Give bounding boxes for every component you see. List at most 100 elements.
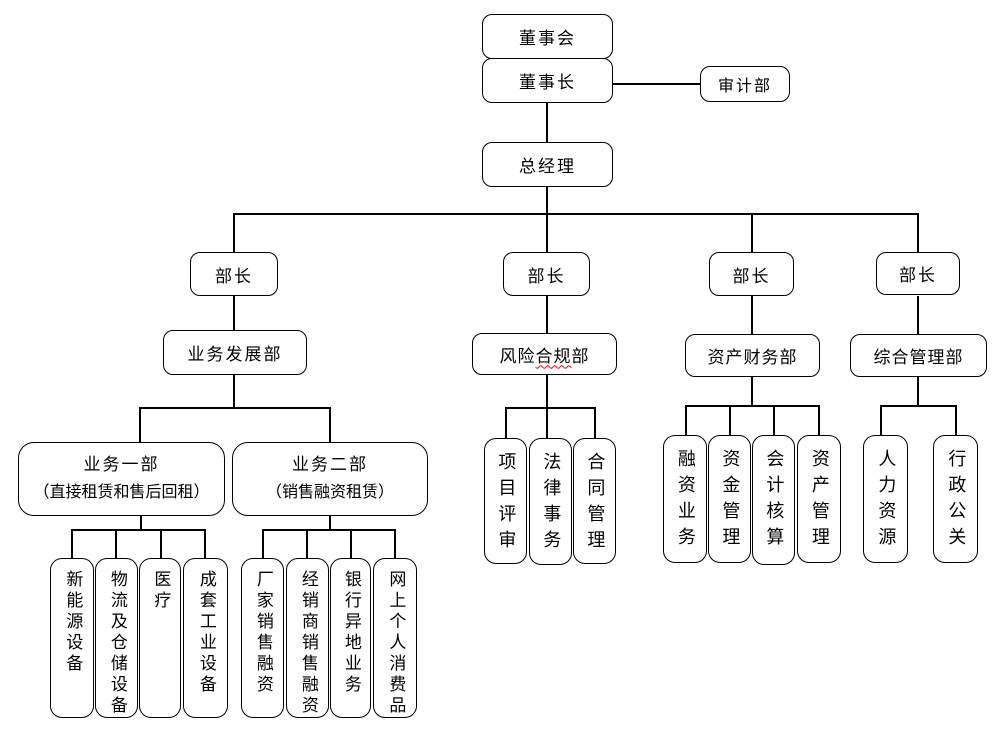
connector-unit1-down: [140, 516, 142, 529]
node-audit-department: 审计部: [700, 66, 790, 102]
node-label: 资产财务部: [707, 348, 798, 367]
connector-minister4-dept: [917, 296, 919, 334]
connector-minister3-dept: [751, 296, 753, 334]
connector-asset-leaf-3: [773, 405, 775, 435]
node-minister-4: 部长: [876, 252, 960, 295]
connector-bizdev-down: [233, 375, 235, 407]
connector-bizdev-rail: [139, 407, 331, 409]
node-manufacturer-sales-financing: 厂家销售融资: [241, 558, 284, 718]
label-segment: 风险: [499, 346, 536, 366]
connector-chairman-audit: [613, 83, 700, 85]
connector-rail-unit2: [329, 407, 331, 442]
node-bank-remote-business: 银行异地业务: [330, 558, 371, 718]
node-label: 银行异地业务: [341, 570, 361, 696]
connector-chairman-gm: [546, 103, 548, 142]
node-minister-3: 部长: [709, 252, 794, 296]
connector-asset-down: [751, 377, 753, 405]
node-new-energy-equipment: 新能源设备: [50, 558, 94, 718]
connector-general-leaf-2: [955, 405, 957, 435]
node-minister-2: 部长: [503, 252, 590, 296]
node-financing-business: 融资业务: [663, 435, 707, 563]
node-fund-management: 资金管理: [708, 435, 751, 563]
node-legal-affairs: 法律事务: [529, 438, 572, 565]
connector-unit1-leaf-2: [115, 529, 117, 558]
node-label: 厂家销售融资: [253, 570, 273, 696]
node-label: 业务发展部: [187, 345, 283, 364]
node-label: 行政公关: [946, 449, 967, 553]
node-asset-management: 资产管理: [797, 435, 841, 563]
connector-unit1-leaf-3: [160, 529, 162, 558]
connector-unit2-leaf-1: [262, 529, 264, 558]
connector-rail-minister-4: [917, 213, 919, 252]
node-label: 部长: [215, 266, 253, 286]
node-label: 董事会: [519, 29, 576, 48]
node-label: 人力资源: [876, 449, 897, 553]
connector-general-down: [917, 377, 919, 405]
node-accounting: 会计核算: [752, 435, 795, 565]
node-label: 董事长: [519, 73, 576, 92]
connector-unit2-leaf-2: [306, 529, 308, 558]
node-label: 资金管理: [720, 449, 741, 553]
node-label: 物流及仓储设备: [107, 570, 127, 717]
node-general-management-dept: 综合管理部: [850, 334, 987, 377]
node-business-unit-1: 业务一部 （直接租赁和售后回租）: [18, 442, 225, 516]
node-label: 综合管理部: [873, 348, 964, 367]
node-label: 合同管理: [585, 452, 606, 556]
node-risk-compliance-dept: 风险合规部: [472, 333, 617, 375]
connector-general-leaf-1: [880, 405, 882, 435]
connector-asset-leaf-1: [685, 405, 687, 435]
node-board-of-directors: 董事会: [482, 14, 613, 59]
node-chairman: 董事长: [482, 58, 613, 103]
unit-subtitle: （销售融资租赁）: [265, 484, 394, 501]
unit-title: 业务二部: [292, 455, 368, 474]
node-label: 经销商销售融资: [298, 570, 318, 717]
connector-unit1-rail: [71, 529, 205, 531]
node-business-development-dept: 业务发展部: [163, 330, 307, 375]
node-label: 会计核算: [764, 449, 785, 553]
node-general-manager: 总经理: [482, 142, 613, 187]
node-project-review: 项目评审: [484, 438, 527, 564]
node-label: 成套工业设备: [196, 570, 216, 696]
connector-risk-leaf-1: [505, 407, 507, 438]
unit-title: 业务一部: [83, 455, 160, 474]
node-label: 风险合规部: [500, 342, 590, 367]
connector-gm-trunk: [546, 187, 548, 214]
connector-asset-rail: [685, 405, 819, 407]
connector-risk-leaf-2: [546, 407, 548, 438]
connector-rail-minister-1: [233, 213, 235, 252]
connector-asset-leaf-2: [729, 405, 731, 435]
node-online-personal-consumer-goods: 网上个人消费品: [373, 558, 417, 718]
node-label: 部长: [527, 266, 566, 286]
node-label: 医疗: [151, 570, 171, 612]
connector-minister1-dept: [233, 296, 235, 330]
node-dealer-sales-financing: 经销商销售融资: [286, 558, 329, 718]
node-administration-pr: 行政公关: [933, 435, 978, 563]
node-label: 新能源设备: [63, 570, 83, 675]
spellcheck-underline: 合规: [535, 346, 572, 366]
node-label: 融资业务: [675, 449, 696, 553]
node-minister-1: 部长: [190, 252, 278, 296]
connector-unit2-leaf-4: [394, 529, 396, 558]
connector-asset-leaf-4: [818, 405, 820, 435]
node-human-resources: 人力资源: [863, 435, 908, 563]
node-business-unit-2: 业务二部 （销售融资租赁）: [232, 442, 428, 516]
connector-main-rail: [233, 213, 918, 215]
connector-risk-rail: [505, 407, 595, 409]
node-label: 审计部: [717, 78, 772, 95]
connector-unit1-leaf-1: [71, 529, 73, 558]
node-label: 资产管理: [809, 449, 830, 553]
connector-minister2-dept: [546, 296, 548, 333]
connector-unit1-leaf-4: [204, 529, 206, 558]
unit-subtitle: （直接租赁和售后回租）: [33, 484, 210, 501]
node-complete-industrial-equipment: 成套工业设备: [183, 558, 228, 718]
node-asset-finance-dept: 资产财务部: [685, 334, 820, 377]
connector-rail-minister-3: [751, 213, 753, 252]
node-contract-management: 合同管理: [573, 438, 616, 564]
node-logistics-warehousing-equipment: 物流及仓储设备: [95, 558, 138, 718]
node-label: 法律事务: [541, 452, 562, 556]
node-label: 项目评审: [496, 452, 517, 556]
node-label: 网上个人消费品: [386, 570, 406, 717]
connector-rail-unit1: [139, 407, 141, 442]
node-label: 部长: [899, 266, 937, 285]
